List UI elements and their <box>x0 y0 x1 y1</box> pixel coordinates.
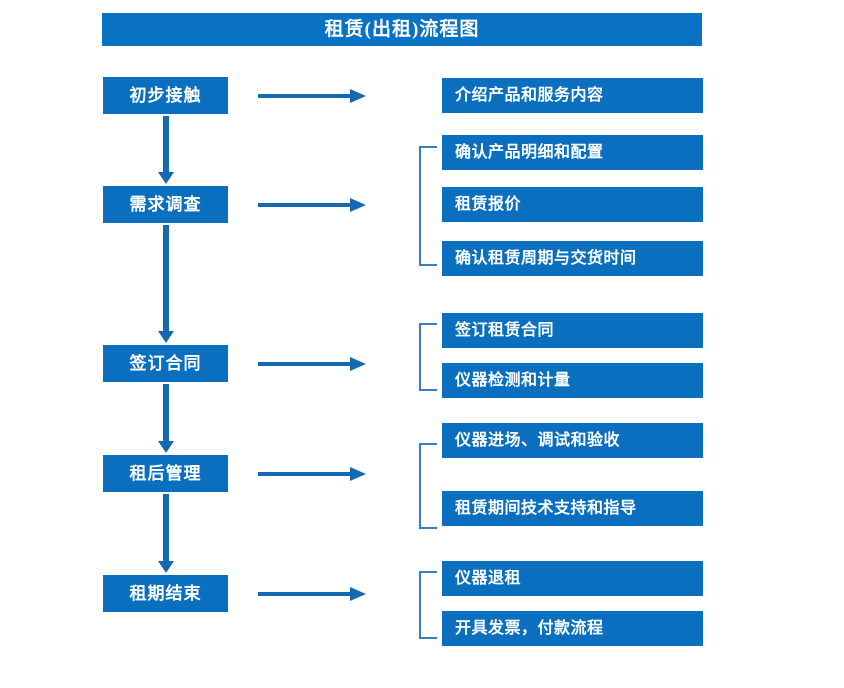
bracket-spine <box>419 571 421 639</box>
bracket-stub-bottom <box>419 389 437 391</box>
detail-box[interactable]: 开具发票，付款流程 <box>442 611 703 646</box>
arrow-right-icon <box>258 197 366 213</box>
detail-label: 确认产品明细和配置 <box>455 143 604 161</box>
arrow-shaft <box>163 225 169 332</box>
stage-label: 初步接触 <box>129 86 202 105</box>
bracket-spine <box>419 146 421 266</box>
detail-label: 确认租赁周期与交货时间 <box>455 249 637 267</box>
detail-box[interactable]: 仪器退租 <box>442 561 703 596</box>
stage-label: 租后管理 <box>129 464 202 483</box>
group-bracket <box>419 443 437 529</box>
arrow-right-icon <box>258 586 366 602</box>
arrow-right-icon <box>258 356 366 372</box>
group-bracket <box>419 571 437 639</box>
bracket-stub-bottom <box>419 637 437 639</box>
detail-label: 签订租赁合同 <box>455 321 555 339</box>
stage-label: 租期结束 <box>129 584 202 603</box>
arrow-head <box>158 331 174 343</box>
arrow-right-icon <box>258 466 366 482</box>
stage-initial-contact[interactable]: 初步接触 <box>103 77 228 114</box>
detail-box[interactable]: 确认租赁周期与交货时间 <box>442 241 703 276</box>
arrow-head <box>350 587 366 601</box>
stage-label: 需求调查 <box>129 195 202 214</box>
detail-box[interactable]: 介绍产品和服务内容 <box>442 78 703 113</box>
group-bracket <box>419 146 437 266</box>
arrow-down-icon <box>158 225 174 343</box>
stage-demand-survey[interactable]: 需求调查 <box>103 186 228 223</box>
arrow-head <box>158 561 174 573</box>
detail-label: 介绍产品和服务内容 <box>455 86 604 104</box>
stage-label: 签订合同 <box>129 354 202 373</box>
arrow-right-icon <box>258 88 366 104</box>
page-title: 租赁(出租)流程图 <box>324 19 480 40</box>
arrow-down-icon <box>158 494 174 573</box>
arrow-head <box>350 357 366 371</box>
arrow-head <box>350 467 366 481</box>
chart-title-banner: 租赁(出租)流程图 <box>102 13 702 46</box>
group-bracket <box>419 323 437 391</box>
arrow-shaft <box>258 362 352 366</box>
arrow-down-icon <box>158 384 174 453</box>
detail-box[interactable]: 仪器检测和计量 <box>442 363 703 398</box>
arrow-shaft <box>258 592 352 596</box>
arrow-shaft <box>163 116 169 173</box>
arrow-head <box>350 198 366 212</box>
arrow-down-icon <box>158 116 174 184</box>
stage-sign-contract[interactable]: 签订合同 <box>103 345 228 382</box>
bracket-stub-top <box>419 146 437 148</box>
arrow-shaft <box>258 472 352 476</box>
arrow-head <box>158 441 174 453</box>
detail-label: 开具发票，付款流程 <box>455 619 604 637</box>
bracket-stub-top <box>419 323 437 325</box>
bracket-stub-bottom <box>419 264 437 266</box>
bracket-stub-top <box>419 571 437 573</box>
detail-box[interactable]: 租赁期间技术支持和指导 <box>442 491 703 526</box>
arrow-shaft <box>258 94 352 98</box>
arrow-shaft <box>258 203 352 207</box>
arrow-head <box>158 172 174 184</box>
stage-lease-end[interactable]: 租期结束 <box>103 575 228 612</box>
detail-label: 仪器退租 <box>455 569 522 587</box>
detail-label: 仪器检测和计量 <box>455 371 571 389</box>
stage-post-rental-management[interactable]: 租后管理 <box>103 455 228 492</box>
arrow-head <box>350 89 366 103</box>
detail-label: 租赁期间技术支持和指导 <box>455 499 637 517</box>
bracket-stub-bottom <box>419 527 437 529</box>
detail-box[interactable]: 租赁报价 <box>442 187 703 222</box>
detail-box[interactable]: 签订租赁合同 <box>442 313 703 348</box>
detail-box[interactable]: 确认产品明细和配置 <box>442 135 703 170</box>
arrow-shaft <box>163 384 169 442</box>
bracket-spine <box>419 323 421 391</box>
detail-label: 仪器进场、调试和验收 <box>455 431 621 449</box>
arrow-shaft <box>163 494 169 562</box>
bracket-spine <box>419 443 421 529</box>
detail-box[interactable]: 仪器进场、调试和验收 <box>442 423 703 458</box>
bracket-stub-top <box>419 443 437 445</box>
detail-label: 租赁报价 <box>455 195 522 213</box>
